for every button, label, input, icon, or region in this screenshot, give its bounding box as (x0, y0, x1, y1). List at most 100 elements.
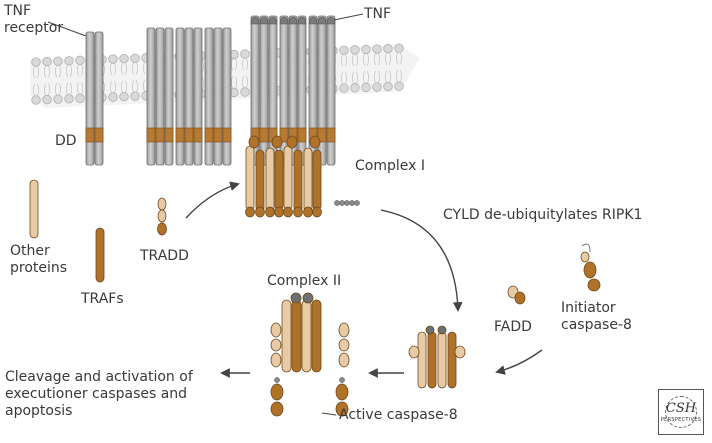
tnf-label: TNF (364, 6, 392, 22)
caspase-domain (580, 251, 590, 263)
lipid-head (383, 81, 393, 92)
other-protein (29, 179, 39, 239)
complex1-traf (312, 149, 322, 211)
lipid-tail (374, 70, 380, 84)
lipid-head (119, 91, 129, 102)
tnf-ligand (308, 16, 318, 25)
caspase-linker (581, 243, 591, 253)
lipid-head (339, 83, 349, 93)
lipid-tail (374, 52, 380, 66)
traf-protein (95, 227, 105, 283)
active-caspase-domain (270, 401, 284, 417)
death-domain (175, 127, 185, 143)
lipid-tail (110, 80, 116, 94)
complex-subunit (447, 331, 457, 389)
complex2-cap (290, 292, 302, 304)
lipid-head (240, 49, 250, 59)
lipid-head (240, 87, 250, 97)
arrow-complex1-to-complex2 (380, 209, 463, 312)
linker (339, 377, 345, 383)
tnf-ligand (279, 16, 289, 25)
complex-subunit (427, 331, 437, 389)
death-domain (259, 127, 269, 143)
tnf-ligand (250, 16, 260, 25)
cleavage-label: Cleavage and activation of executioner c… (5, 369, 193, 419)
lipid-head (350, 45, 360, 55)
complex1-tradd (283, 145, 293, 211)
csh-perspectives-logo: CSH PERSPECTIVES (658, 389, 704, 435)
lipid-tail (385, 70, 391, 83)
active-caspase-pointer (321, 412, 337, 416)
death-domain (184, 127, 194, 143)
lipid-head (130, 91, 140, 101)
complex1-label: Complex I (355, 158, 425, 174)
lipid-head (108, 92, 118, 102)
lipid-tail (66, 64, 72, 77)
death-domain (85, 127, 95, 143)
lipid-tail (55, 83, 61, 96)
caspase-domain (587, 278, 601, 292)
complex-side (454, 345, 466, 359)
ubiquitin (344, 200, 350, 206)
death-domain (94, 127, 104, 143)
tnf-receptor-chain (164, 27, 174, 166)
lipid-tail (385, 52, 391, 65)
complex1-cap (286, 135, 298, 149)
complex2-side (338, 338, 350, 352)
ubiquitin (334, 200, 340, 206)
logo-secondary: PERSPECTIVES (660, 417, 702, 423)
ubiquitin (339, 200, 345, 206)
initiator-caspase-label: Initiator caspase-8 (561, 300, 632, 333)
active-caspase-domain (335, 401, 349, 417)
complex2-subunit (311, 299, 322, 373)
death-domain (279, 127, 289, 143)
death-domain (164, 127, 174, 143)
lipid-tail (352, 53, 358, 66)
lipid-head (75, 93, 85, 103)
lipid-head (53, 56, 63, 66)
lipid-head (394, 43, 404, 53)
complex1-cap (309, 135, 321, 149)
complex1-traf (274, 149, 284, 211)
tnf-receptor-chain (193, 27, 203, 166)
complex1-foot (265, 206, 275, 218)
lipid-tail (110, 62, 116, 76)
receptor-group (85, 15, 336, 166)
lipid-tail (363, 53, 369, 66)
lipid-tail (396, 52, 402, 65)
fadd-label: FADD (494, 319, 532, 335)
tnf-ligand (259, 16, 269, 25)
lipid-head (383, 43, 393, 54)
lipid-head (31, 57, 41, 67)
lipid-tail (44, 65, 50, 78)
caspase-domain (583, 261, 597, 279)
complex1-foot (293, 206, 303, 218)
lipid-head (350, 83, 360, 93)
lipid-head (130, 53, 140, 63)
lipid-head (42, 94, 52, 105)
death-domain (326, 127, 336, 143)
death-domain (155, 127, 165, 143)
lipid-tail (33, 83, 39, 97)
lipid-tail (396, 70, 402, 83)
lipid-head (31, 95, 41, 105)
lipid-head (361, 44, 371, 55)
complex-subunit (437, 331, 447, 389)
tnf-receptor-chain (297, 15, 307, 166)
arrow-group (47, 13, 543, 416)
arrow-caspase-to-complex (495, 349, 543, 375)
tnf-ligand (297, 16, 307, 25)
lipid-tail (231, 58, 237, 71)
complex1-tradd (245, 145, 255, 211)
complex-cap (437, 325, 447, 335)
tnf-receptor-label: TNF receptor (4, 3, 64, 36)
arrow-tradd-to-complex1 (185, 181, 240, 219)
complex1-foot (283, 206, 293, 218)
ubiquitin (349, 200, 355, 206)
complex1-ripk1 (303, 147, 313, 213)
complex2-subunit (291, 299, 302, 373)
lipid-head (372, 82, 382, 92)
lipid-head (42, 56, 52, 67)
complex1-cap (248, 135, 260, 149)
